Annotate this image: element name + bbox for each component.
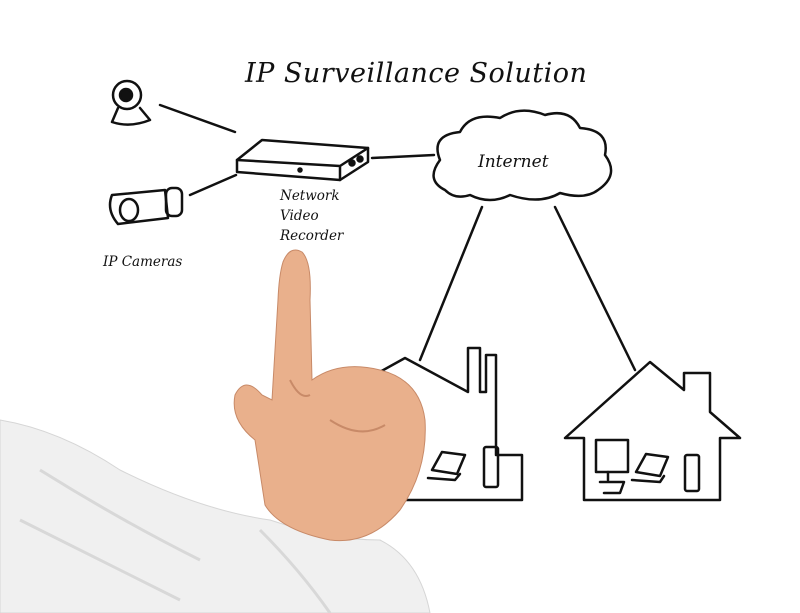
ip-cameras-label: IP Cameras [103, 254, 183, 270]
link-bulletcam-nvr [188, 173, 238, 197]
home-icon [563, 360, 742, 502]
nvr-label-line1: Network [280, 188, 340, 204]
network-video-recorder-icon [235, 138, 370, 182]
nvr-label-line3: Recorder [280, 228, 344, 244]
link-internet-office [418, 205, 484, 362]
webcam-icon [110, 79, 152, 126]
link-webcam-nvr [158, 103, 237, 134]
pointing-hand [233, 249, 426, 542]
nvr-label-line2: Video [280, 208, 319, 224]
internet-label: Internet [478, 152, 549, 172]
link-internet-home [553, 205, 637, 372]
bullet-camera-icon [108, 186, 184, 226]
link-nvr-internet [370, 153, 436, 160]
internet-cloud-icon [432, 109, 613, 202]
nvr-label: Network Video Recorder [280, 186, 343, 246]
diagram-title: IP Surveillance Solution [245, 58, 588, 89]
